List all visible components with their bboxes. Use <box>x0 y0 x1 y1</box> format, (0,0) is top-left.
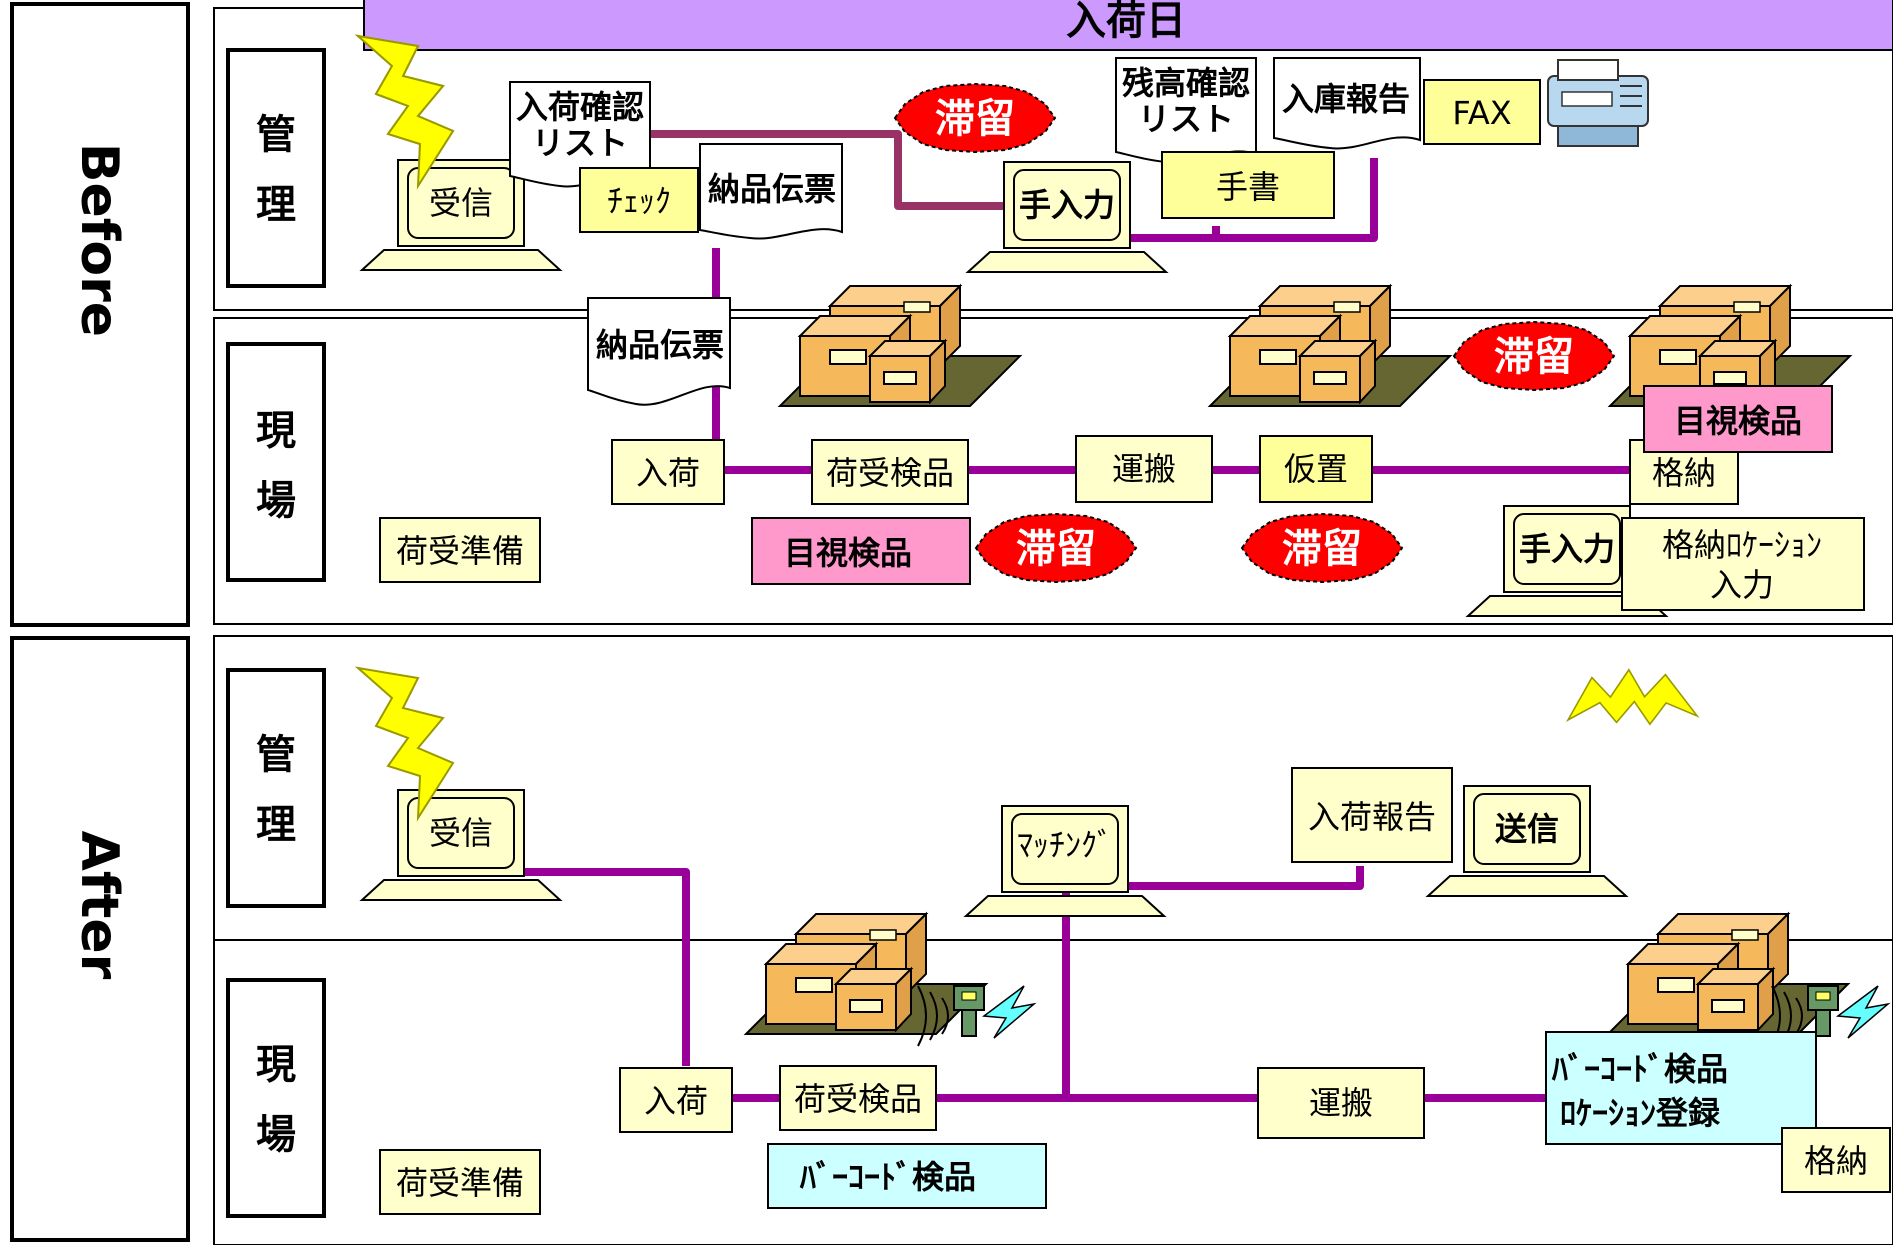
before-check-note: ﾁｪｯｸ <box>579 167 699 233</box>
svg-text:荷受準備: 荷受準備 <box>396 532 524 570</box>
before-hold-mark-1: 滞留 <box>975 513 1137 583</box>
after-transport-step: 運搬 <box>1257 1067 1425 1139</box>
svg-text:目視検品: 目視検品 <box>784 534 912 572</box>
before-balance-check-list-doc: 残高確認 リスト <box>1115 57 1257 164</box>
after-receive-computer[interactable]: 受信 <box>361 789 561 901</box>
svg-text:管: 管 <box>256 732 296 778</box>
svg-text:FAX: FAX <box>1452 94 1511 132</box>
after-section-label: After <box>69 831 129 980</box>
svg-text:ﾁｪｯｸ: ﾁｪｯｸ <box>607 182 671 220</box>
svg-text:After: After <box>69 831 129 980</box>
before-manual-input-computer[interactable]: 手入力 <box>967 161 1167 273</box>
svg-text:入荷: 入荷 <box>636 454 700 492</box>
svg-text:理: 理 <box>256 802 296 848</box>
after-flow-lines <box>470 866 1548 1102</box>
header-bar: 入荷日 <box>363 0 1893 51</box>
after-barcode-inspection-note: ﾊﾞｰｺｰﾄﾞ検品 <box>767 1143 1047 1209</box>
before-warehousing-report-doc: 入庫報告 <box>1273 57 1421 150</box>
before-delivery-slip-doc-top: 納品伝票 <box>699 143 843 240</box>
svg-text:荷受準備: 荷受準備 <box>396 1164 524 1202</box>
svg-text:仮置: 仮置 <box>1284 450 1348 488</box>
fax-machine-icon <box>1547 59 1649 147</box>
svg-text:手入力: 手入力 <box>1519 530 1615 568</box>
svg-text:納品伝票: 納品伝票 <box>708 170 836 208</box>
svg-text:ﾏｯﾁﾝｸﾞ: ﾏｯﾁﾝｸﾞ <box>1017 826 1113 864</box>
svg-text:荷受検品: 荷受検品 <box>826 454 954 492</box>
after-arrival-report-note: 入荷報告 <box>1291 767 1453 863</box>
before-manual-input-computer-genba[interactable]: 手入力 <box>1467 505 1667 617</box>
svg-text:入荷報告: 入荷報告 <box>1308 798 1436 836</box>
before-fax-note: FAX <box>1423 79 1541 145</box>
svg-text:運搬: 運搬 <box>1112 450 1176 488</box>
svg-text:入庫報告: 入庫報告 <box>1282 80 1410 118</box>
after-kanri-row-label: 管 理 <box>226 668 326 908</box>
before-delivery-slip-doc-bottom: 納品伝票 <box>587 297 731 406</box>
svg-text:格納: 格納 <box>1652 454 1716 492</box>
svg-text:滞留: 滞留 <box>1282 526 1362 572</box>
svg-text:手書: 手書 <box>1216 168 1280 206</box>
before-storage-location-input-note: 格納ﾛｹｰｼｮﾝ 入力 <box>1621 517 1865 611</box>
svg-text:目視検品: 目視検品 <box>1674 402 1802 440</box>
svg-text:受信: 受信 <box>429 814 493 852</box>
page-title: 入荷日 <box>1066 0 1186 44</box>
before-transport-step: 運搬 <box>1075 435 1213 503</box>
before-receiving-prep-step: 荷受準備 <box>379 517 541 583</box>
svg-text:現: 現 <box>256 1042 296 1088</box>
after-scanner-icon-1 <box>917 985 1035 1047</box>
svg-text:納品伝票: 納品伝票 <box>596 326 724 364</box>
after-barcode-location-step: ﾊﾞｰｺｰﾄﾞ検品 ﾛｹｰｼｮﾝ登録 <box>1545 1031 1817 1145</box>
svg-text:Before: Before <box>69 143 129 337</box>
svg-text:入力: 入力 <box>1710 566 1774 604</box>
after-arrival-step: 入荷 <box>619 1067 733 1133</box>
after-receiving-prep-step: 荷受準備 <box>379 1149 541 1215</box>
before-temporary-storage-step: 仮置 <box>1259 435 1373 503</box>
svg-text:荷受検品: 荷受検品 <box>794 1080 922 1118</box>
svg-text:格納: 格納 <box>1804 1142 1868 1180</box>
svg-text:手入力: 手入力 <box>1019 186 1115 224</box>
before-side-label-frame <box>10 2 190 627</box>
before-hold-mark-3: 滞留 <box>1453 321 1615 391</box>
before-arrival-step: 入荷 <box>611 439 725 505</box>
svg-text:滞留: 滞留 <box>1016 526 1096 572</box>
before-handwritten-note: 手書 <box>1161 151 1335 219</box>
before-receive-computer[interactable]: 受信 <box>361 159 561 271</box>
before-hold-mark-kanri: 滞留 <box>894 83 1056 153</box>
svg-text:滞留: 滞留 <box>1494 334 1574 380</box>
svg-text:運搬: 運搬 <box>1309 1084 1373 1122</box>
after-side-label-frame <box>10 636 190 1242</box>
svg-text:現: 現 <box>256 408 296 454</box>
after-genba-row-label: 現 場 <box>226 978 326 1218</box>
after-send-computer[interactable]: 送信 <box>1427 785 1627 897</box>
svg-text:理: 理 <box>256 182 296 228</box>
before-genba-row-label: 現 場 <box>226 342 326 582</box>
before-section-label: Before <box>69 143 129 337</box>
svg-text:滞留: 滞留 <box>935 96 1015 142</box>
svg-text:リスト: リスト <box>1138 100 1234 138</box>
before-visual-inspection-top: 目視検品 <box>1643 385 1833 453</box>
svg-text:入荷: 入荷 <box>644 1082 708 1120</box>
svg-text:格納ﾛｹｰｼｮﾝ: 格納ﾛｹｰｼｮﾝ <box>1662 526 1822 564</box>
svg-text:場: 場 <box>256 478 296 524</box>
svg-text:場: 場 <box>256 1112 296 1158</box>
after-receiving-inspection-step: 荷受検品 <box>779 1065 937 1131</box>
svg-text:ﾊﾞｰｺｰﾄﾞ検品: ﾊﾞｰｺｰﾄﾞ検品 <box>1551 1050 1728 1088</box>
svg-text:受信: 受信 <box>429 184 493 222</box>
after-storage-step: 格納 <box>1781 1127 1891 1193</box>
before-kanri-row-label: 管 理 <box>226 48 326 288</box>
before-visual-inspection-bottom: 目視検品 <box>751 517 971 585</box>
svg-text:入荷確認: 入荷確認 <box>516 88 644 126</box>
svg-text:送信: 送信 <box>1495 810 1559 848</box>
svg-text:ﾛｹｰｼｮﾝ登録: ﾛｹｰｼｮﾝ登録 <box>1560 1094 1721 1132</box>
after-matching-computer[interactable]: ﾏｯﾁﾝｸﾞ <box>965 805 1165 917</box>
before-hold-mark-2: 滞留 <box>1241 513 1403 583</box>
svg-text:残高確認: 残高確認 <box>1122 64 1250 102</box>
before-receiving-inspection-step: 荷受検品 <box>811 439 969 505</box>
svg-text:管: 管 <box>256 112 296 158</box>
svg-text:リスト: リスト <box>532 124 628 162</box>
svg-text:ﾊﾞｰｺｰﾄﾞ検品: ﾊﾞｰｺｰﾄﾞ検品 <box>799 1158 976 1196</box>
